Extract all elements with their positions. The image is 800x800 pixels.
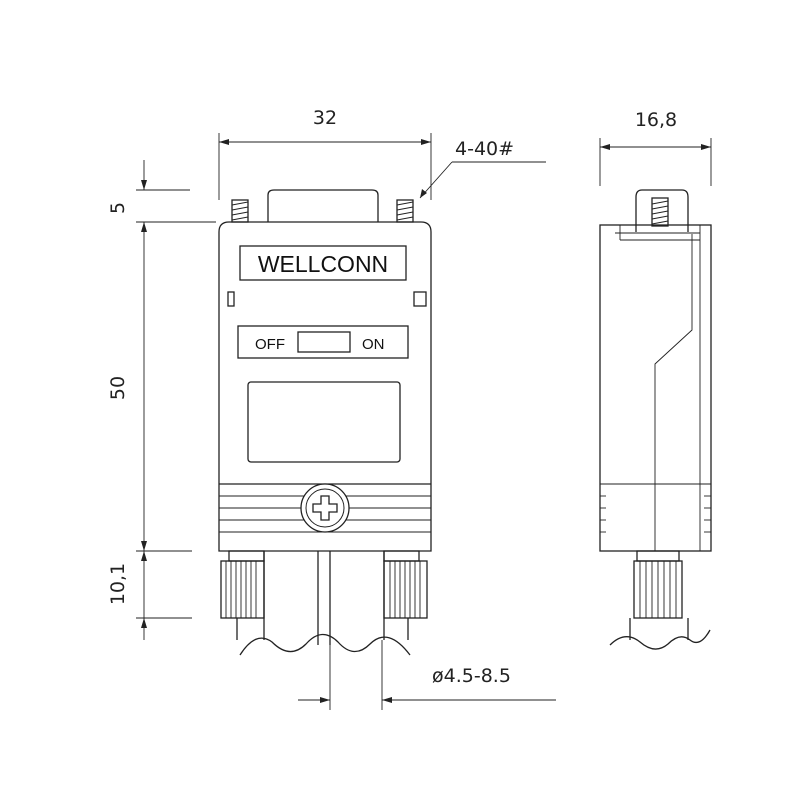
switch-panel (237, 325, 409, 359)
depth-dimension-label: 16,8 (635, 109, 677, 131)
dimension-width: 32 (218, 107, 432, 200)
side-knurled-nut-icon (633, 550, 683, 619)
cross-screw-icon (300, 483, 350, 533)
dimension-screw-spec: 4-40# (419, 138, 546, 199)
connector-body (218, 221, 432, 552)
dimension-depth: 16,8 (599, 109, 712, 186)
top-height-label: 5 (107, 202, 129, 214)
cable (236, 551, 411, 656)
right-knurled-nut-icon (383, 550, 428, 619)
side-view (599, 189, 712, 650)
side-body (599, 224, 712, 552)
front-window (247, 381, 401, 463)
width-dimension-label: 32 (313, 107, 337, 129)
right-screw-icon (396, 199, 414, 223)
switch-off-label: OFF (255, 336, 285, 353)
left-slot (227, 291, 235, 307)
dimension-cable: ø4.5-8.5 (298, 640, 556, 710)
bottom-height-label: 10,1 (107, 563, 129, 605)
switch-on-label: ON (362, 336, 385, 353)
dsub-shell (267, 189, 379, 222)
left-screw-icon (231, 199, 249, 223)
screw-spec-label: 4-40# (455, 138, 514, 160)
switch-slider (297, 331, 351, 353)
right-slot (413, 291, 427, 307)
dimension-vertical: 5 50 10,1 (107, 160, 216, 640)
left-knurled-nut-icon (220, 550, 265, 619)
side-cable (609, 618, 711, 650)
brand-label: WELLCONN (258, 251, 388, 277)
side-screw-icon (651, 197, 669, 227)
body-height-label: 50 (107, 376, 129, 400)
brand-label-box (239, 245, 407, 281)
side-cap (635, 189, 689, 232)
cable-diameter-label: ø4.5-8.5 (432, 665, 511, 687)
front-view: WELLCONN OFF ON (218, 189, 432, 656)
